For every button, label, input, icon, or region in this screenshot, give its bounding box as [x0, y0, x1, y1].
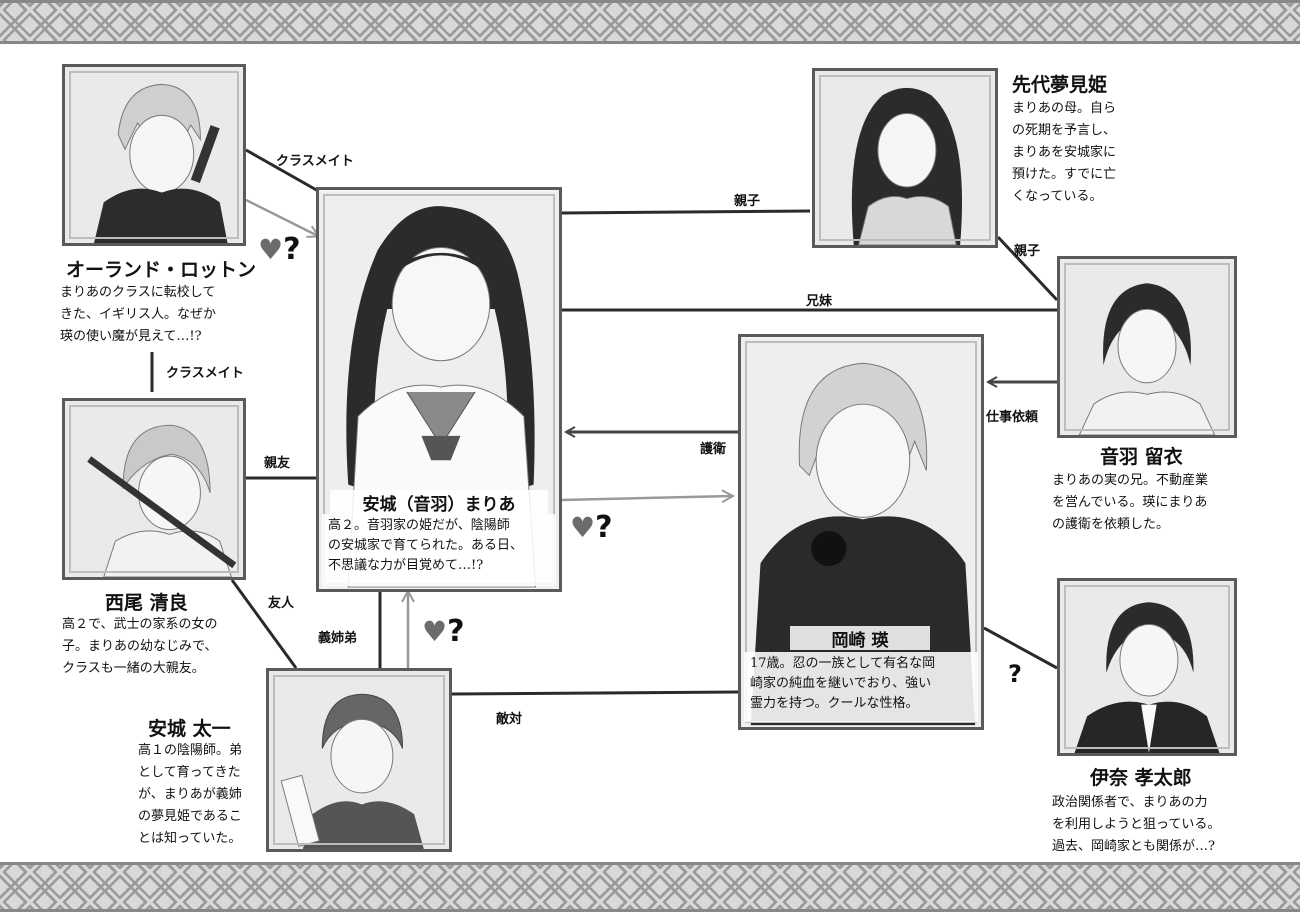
mother-desc-line: 預けた。すでに亡	[1012, 167, 1117, 182]
kiyora-desc-line: クラスも一緒の大親友。	[62, 661, 205, 676]
akira-desc: 17歳。忍の一族として有名な岡 崎家の純血を継いでおり、強い 霊力を持つ。クール…	[744, 652, 978, 722]
taichi-desc-line: とは知っていた。	[138, 831, 242, 846]
rel-kiyora-mariya: 親友	[264, 456, 291, 471]
portrait-kotaro	[1057, 578, 1237, 756]
kotaro-name: 伊奈 孝太郎	[1090, 767, 1192, 789]
rui-desc-line: を営んでいる。瑛にまりあ	[1052, 495, 1208, 510]
taichi-desc-line: 高１の陰陽師。弟	[138, 743, 243, 758]
portrait-taichi	[266, 668, 452, 852]
arrow-orland-love	[245, 198, 318, 236]
line-taichi-akira	[451, 690, 739, 696]
question-mark: ?	[595, 510, 613, 545]
line-mother-rui	[996, 235, 1059, 302]
orland-desc-line: きた、イギリス人。なぜか	[60, 307, 217, 322]
kiyora-desc: 高２で、武士の家系の女の 子。まりあの幼なじみで、 クラスも一緒の大親友。	[62, 614, 217, 680]
rel-mother-rui: 親子	[1014, 244, 1041, 259]
portrait-rui	[1057, 256, 1237, 438]
top-pattern-border	[0, 0, 1300, 44]
taichi-desc-line: として育ってきた	[138, 765, 241, 780]
kotaro-desc: 政治関係者で、まりあの力 を利用しようと狙っている。 過去、岡崎家とも関係が…?	[1052, 792, 1220, 858]
rel-rui-mariya: 兄妹	[806, 294, 833, 309]
kiyora-desc-line: 子。まりあの幼なじみで、	[62, 639, 218, 654]
rui-name: 音羽 留衣	[1100, 446, 1183, 468]
arrow-mariya-love	[561, 496, 732, 500]
rel-akira-mariya: 護衛	[700, 442, 727, 457]
portrait-kiyora	[62, 398, 246, 580]
taichi-name: 安城 太一	[148, 718, 231, 740]
kiyora-desc-line: 高２で、武士の家系の女の	[62, 617, 218, 632]
heart-question-mariya: ♥?	[570, 510, 613, 545]
rel-taichi-akira: 敵対	[496, 712, 523, 727]
bottom-pattern-border	[0, 862, 1300, 912]
line-akira-kotaro	[983, 626, 1058, 670]
akira-desc-line: 17歳。忍の一族として有名な岡	[750, 656, 936, 671]
rel-orland-mariya: クラスメイト	[276, 154, 354, 169]
rui-desc: まりあの実の兄。不動産業 を営んでいる。瑛にまりあ の護衛を依頼した。	[1052, 470, 1208, 536]
heart-question-orland: ♥?	[258, 232, 301, 267]
akira-name: 岡崎 瑛	[790, 626, 930, 651]
mother-name: 先代夢見姫	[1012, 74, 1108, 96]
kotaro-desc-line: 過去、岡崎家とも関係が…?	[1052, 839, 1215, 854]
heart-question-taichi: ♥?	[422, 614, 465, 649]
mother-desc-line: くなっている。	[1012, 189, 1103, 204]
rel-mother-mariya: 親子	[734, 194, 761, 209]
mariya-desc-line: の安城家で育てられた。ある日、	[328, 538, 524, 553]
line-kiyora-taichi	[230, 579, 298, 669]
taichi-image	[269, 671, 449, 849]
taichi-desc-line: の夢見姫であるこ	[138, 809, 242, 824]
mariya-desc-line: 高２。音羽家の姫だが、陰陽師	[328, 518, 510, 533]
kotaro-desc-line: を利用しようと狙っている。	[1052, 817, 1221, 832]
taichi-desc-line: が、まりあが義姉	[138, 787, 242, 802]
rui-desc-line: の護衛を依頼した。	[1052, 517, 1170, 532]
rel-taichi-mariya: 義姉弟	[318, 631, 358, 646]
mariya-name: 安城（音羽）まりあ	[330, 490, 548, 515]
mother-image	[815, 71, 995, 245]
rel-rui-akira: 仕事依頼	[986, 410, 1039, 425]
kiyora-name: 西尾 清良	[105, 592, 188, 614]
taichi-desc: 高１の陰陽師。弟 として育ってきた が、まりあが義姉 の夢見姫であるこ とは知っ…	[138, 740, 242, 850]
orland-image	[65, 67, 243, 243]
mariya-desc: 高２。音羽家の姫だが、陰陽師 の安城家で育てられた。ある日、 不思議な力が目覚め…	[322, 514, 556, 586]
portrait-mother	[812, 68, 998, 248]
akira-desc-line: 霊力を持つ。クールな性格。	[750, 696, 919, 711]
rui-desc-line: まりあの実の兄。不動産業	[1052, 473, 1209, 488]
kotaro-desc-line: 政治関係者で、まりあの力	[1052, 795, 1208, 810]
question-mark: ?	[447, 614, 465, 649]
rel-kiyora-taichi: 友人	[268, 596, 295, 611]
orland-desc-line: 瑛の使い魔が見えて…!?	[60, 329, 202, 344]
orland-desc: まりあのクラスに転校して きた、イギリス人。なぜか 瑛の使い魔が見えて…!?	[60, 282, 216, 348]
mother-desc: まりあの母。自ら の死期を予言し、 まりあを安城家に 預けた。すでに亡 くなって…	[1012, 98, 1116, 208]
heart-icon: ♥	[258, 233, 284, 266]
portrait-orland	[62, 64, 246, 246]
mother-desc-line: まりあを安城家に	[1012, 145, 1117, 160]
akira-desc-line: 崎家の純血を継いでおり、強い	[750, 676, 932, 691]
line-mother-mariya	[561, 209, 811, 215]
mother-desc-line: の死期を予言し、	[1012, 123, 1117, 138]
mother-desc-line: まりあの母。自ら	[1012, 101, 1117, 116]
rel-orland-kiyora: クラスメイト	[166, 366, 244, 381]
heart-icon: ♥	[570, 511, 596, 544]
heart-icon: ♥	[422, 615, 448, 648]
rui-image	[1060, 259, 1234, 435]
kotaro-image	[1060, 581, 1234, 753]
kiyora-image	[65, 401, 243, 577]
question-mark: ?	[283, 232, 301, 267]
line-orland-mariya	[245, 148, 321, 194]
mariya-desc-line: 不思議な力が目覚めて…!?	[328, 558, 484, 573]
orland-name: オーランド・ロットン	[66, 259, 257, 281]
question-akira-kotaro: ?	[1008, 660, 1022, 688]
orland-desc-line: まりあのクラスに転校して	[60, 285, 216, 300]
